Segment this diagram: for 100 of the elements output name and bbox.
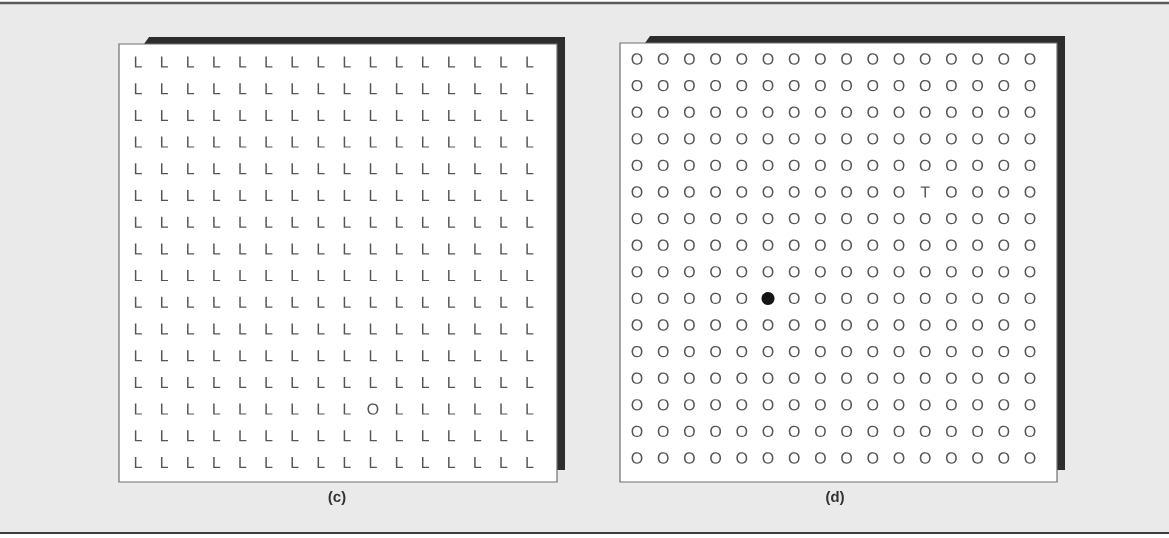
grid-letter: L <box>187 296 195 308</box>
grid-letter: O <box>919 372 931 384</box>
grid-letter: L <box>187 163 195 175</box>
grid-letter: O <box>631 319 643 331</box>
grid-letter: L <box>134 457 142 468</box>
grid-letter: L <box>500 457 508 468</box>
grid-letter: L <box>500 109 508 121</box>
grid-letter: L <box>160 457 168 468</box>
grid-letter: L <box>160 270 168 282</box>
grid-letter: L <box>265 296 273 308</box>
grid-letter: L <box>369 270 377 282</box>
grid-letter: O <box>867 266 879 278</box>
grid-letter: O <box>683 319 695 331</box>
grid-letter: L <box>317 83 325 95</box>
grid-letter: O <box>998 425 1010 438</box>
grid-letter: L <box>369 216 377 228</box>
grid-letter: O <box>919 399 931 411</box>
grid-letter: O <box>945 266 957 278</box>
grid-letter: O <box>867 292 879 305</box>
grid-letter: O <box>867 79 879 92</box>
grid-letter: L <box>369 376 377 388</box>
grid-letter: L <box>187 56 195 68</box>
grid-letter: L <box>448 296 456 308</box>
grid-letter: L <box>448 109 456 121</box>
grid-letter: L <box>343 457 351 468</box>
grid-letter: L <box>369 350 377 362</box>
grid-letter: O <box>998 106 1010 118</box>
grid-letter: L <box>291 323 299 335</box>
grid-letter: O <box>762 106 774 118</box>
grid-letter: L <box>500 83 508 95</box>
grid-letter: T <box>920 186 930 198</box>
grid-letter: L <box>265 216 273 228</box>
grid-letter: L <box>395 270 403 282</box>
grid-letter: O <box>814 79 826 92</box>
grid-letter: L <box>239 56 247 68</box>
grid-letter: O <box>736 452 748 464</box>
grid-letter: L <box>448 83 456 95</box>
grid-letter: L <box>395 376 403 388</box>
grid-letter: O <box>710 345 722 358</box>
grid-letter: L <box>160 430 168 442</box>
grid-letter: L <box>395 83 403 95</box>
grid-letter: L <box>500 350 508 362</box>
grid-letter: O <box>631 212 643 225</box>
grid-letter: O <box>867 372 879 384</box>
grid-letter: L <box>291 403 299 415</box>
grid-letter: L <box>369 83 377 95</box>
grid-letter: O <box>945 79 957 92</box>
grid-letter: O <box>814 319 826 331</box>
grid-letter: O <box>998 399 1010 411</box>
grid-letter: L <box>265 270 273 282</box>
grid-letter: O <box>657 319 669 331</box>
grid-letter: L <box>239 457 247 468</box>
grid-letter: L <box>187 323 195 335</box>
grid-letter: O <box>841 159 853 172</box>
grid-letter: O <box>683 292 695 305</box>
grid-letter: L <box>317 376 325 388</box>
grid-letter: O <box>841 239 853 251</box>
grid-letter: O <box>945 239 957 251</box>
grid-letter: L <box>134 136 142 148</box>
grid-letter: L <box>317 430 325 442</box>
grid-letter: O <box>710 212 722 225</box>
grid-letter: O <box>841 133 853 145</box>
grid-letter: L <box>369 296 377 308</box>
grid-letter: L <box>317 109 325 121</box>
grid-letter: O <box>998 319 1010 331</box>
grid-letter: L <box>474 190 482 201</box>
grid-letter: O <box>631 186 643 198</box>
grid-letter: L <box>448 350 456 362</box>
grid-letter: L <box>213 190 221 201</box>
grid-letter: L <box>160 403 168 415</box>
grid-letter: L <box>187 216 195 228</box>
grid-letter: L <box>291 376 299 388</box>
grid-letter: L <box>317 243 325 255</box>
grid-letter: L <box>395 216 403 228</box>
grid-letter: L <box>134 323 142 335</box>
grid-letter: O <box>998 239 1010 251</box>
grid-letter: O <box>762 319 774 331</box>
grid-letter: L <box>474 403 482 415</box>
grid-letter: L <box>343 323 351 335</box>
grid-letter: L <box>422 296 429 308</box>
grid-letter: O <box>631 53 643 65</box>
grid-letter: O <box>893 239 905 251</box>
grid-letter: O <box>710 372 722 384</box>
grid-letter: O <box>710 133 722 145</box>
grid-letter: O <box>841 106 853 118</box>
grid-letter: O <box>683 186 695 198</box>
grid-letter: O <box>631 425 643 438</box>
grid-letter: O <box>893 425 905 438</box>
grid-letter: O <box>788 79 800 92</box>
grid-letter: L <box>239 403 247 415</box>
grid-letter: O <box>710 106 722 118</box>
grid-letter: L <box>134 56 142 68</box>
grid-letter: L <box>317 296 325 308</box>
grid-letter: L <box>448 376 456 388</box>
grid-letter: O <box>683 212 695 225</box>
grid-letter: L <box>422 190 429 201</box>
grid-letter: L <box>422 270 429 282</box>
grid-letter: O <box>972 319 984 331</box>
grid-letter: L <box>265 190 273 201</box>
grid-letter: L <box>474 163 482 175</box>
